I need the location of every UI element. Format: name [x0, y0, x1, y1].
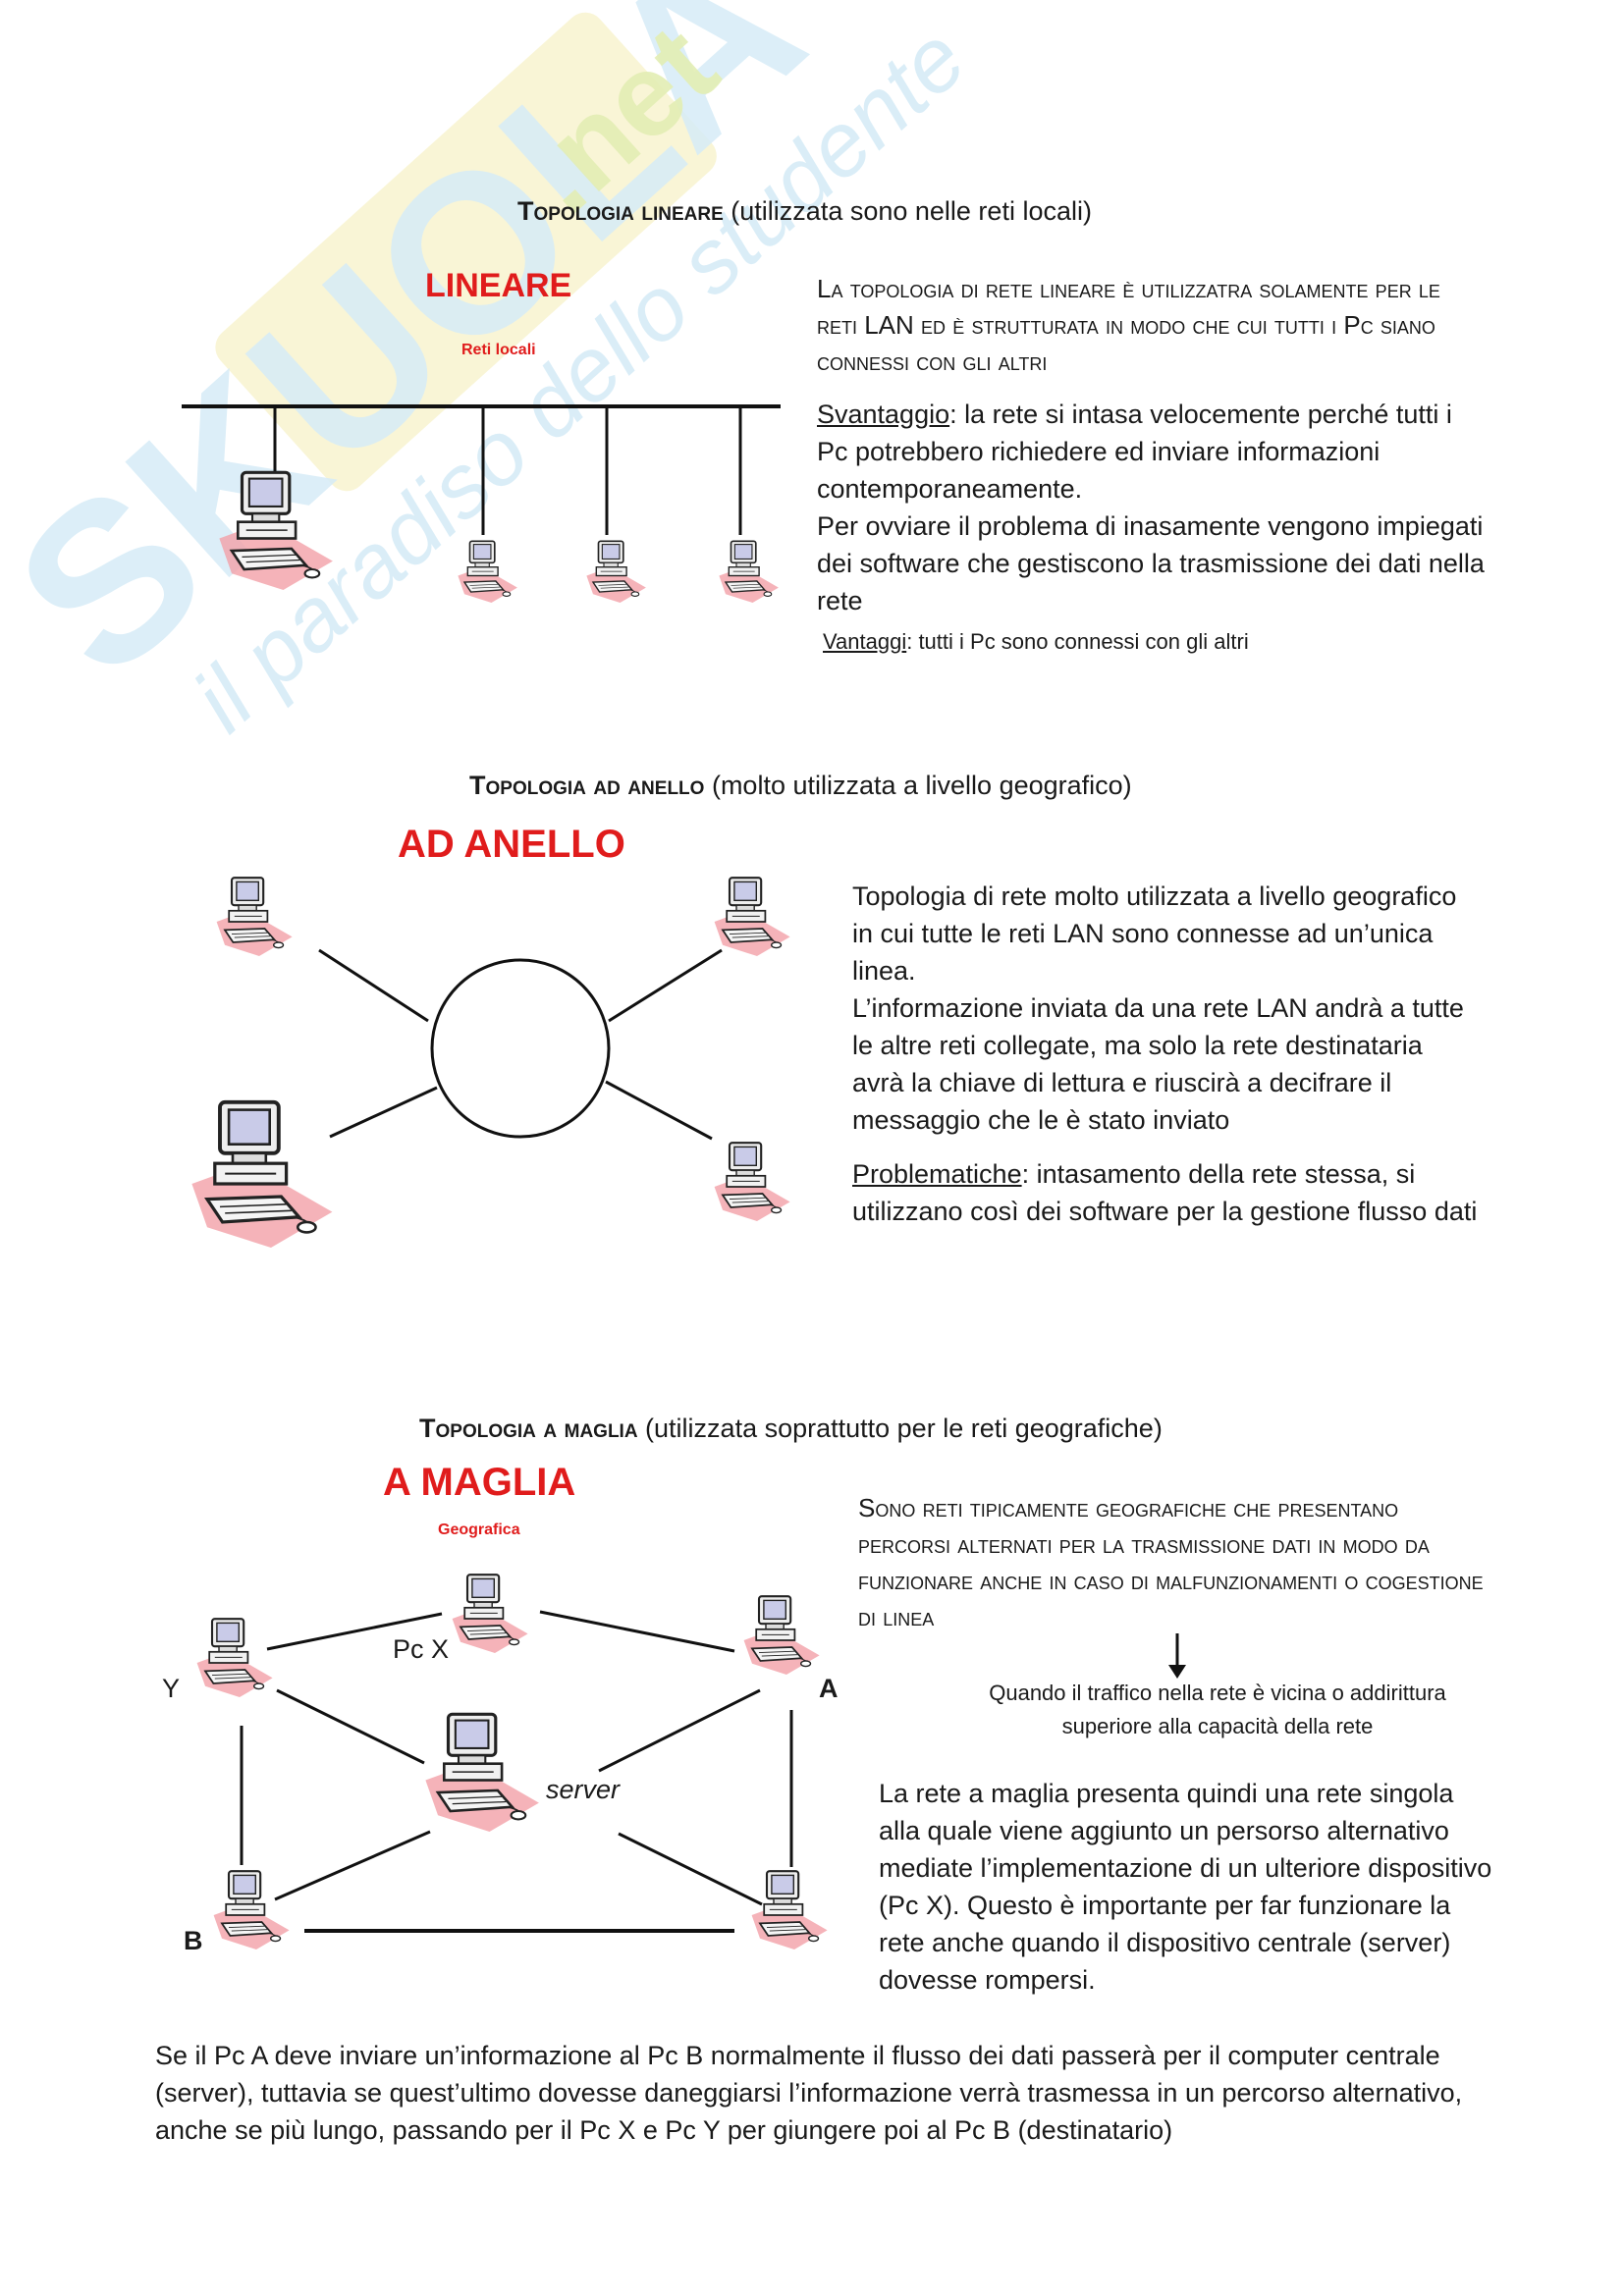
- ring-link-2: [609, 950, 722, 1021]
- maglia-description: Sono reti tipicamente geografiche che pr…: [858, 1490, 1496, 1635]
- diagram-subtitle-maglia: Geografica: [438, 1522, 520, 1539]
- computer-icon: [454, 538, 518, 603]
- mesh-link-d-server: [619, 1834, 762, 1904]
- label-b: B: [184, 1926, 203, 1956]
- svantaggio-label: Svantaggio: [817, 400, 949, 429]
- computer-icon: [191, 1615, 274, 1697]
- diagram-title-anello: AD ANELLO: [398, 823, 625, 867]
- vantaggi-label: Vantaggi: [823, 629, 906, 654]
- label-pc-x: Pc X: [393, 1634, 449, 1665]
- problematiche-label: Problematiche: [852, 1159, 1022, 1189]
- mesh-link-a-server: [599, 1690, 760, 1771]
- diagram-title-maglia: A MAGLIA: [383, 1461, 575, 1505]
- computer-icon: [746, 1867, 829, 1949]
- diagram-title-lineare: LINEARE: [425, 267, 571, 305]
- mesh-link-y-server: [277, 1690, 424, 1763]
- mesh-link-b-server: [275, 1832, 430, 1899]
- mesh-link-x-a: [540, 1612, 734, 1651]
- label-y: Y: [162, 1674, 180, 1704]
- heading-maglia: Topologia a maglia (utilizzata soprattut…: [419, 1414, 1163, 1444]
- ring-circle: [432, 960, 609, 1137]
- diagram-subtitle-lineare: Reti locali: [461, 342, 536, 359]
- ring-link-1: [319, 950, 428, 1021]
- ring-link-4: [606, 1082, 712, 1139]
- computer-icon: [211, 466, 335, 590]
- maglia-paragraph: La rete a maglia presenta quindi una ret…: [879, 1775, 1497, 1999]
- label-a: A: [819, 1674, 839, 1704]
- computer-icon: [709, 874, 791, 956]
- computer-icon: [417, 1708, 541, 1832]
- heading-anello: Topologia ad anello (molto utilizzata a …: [469, 771, 1132, 801]
- ring-link-3: [330, 1088, 437, 1137]
- anello-description: Topologia di rete molto utilizzata a liv…: [852, 878, 1481, 1230]
- computer-icon: [211, 874, 294, 956]
- computer-icon: [709, 1139, 791, 1221]
- computer-icon: [447, 1571, 529, 1653]
- arrow-down-icon: [1164, 1631, 1190, 1681]
- label-server: server: [546, 1775, 620, 1805]
- ring-diagram: [295, 923, 746, 1217]
- computer-icon: [208, 1867, 291, 1949]
- lineare-description: La topologia di rete lineare è utilizzat…: [817, 271, 1485, 659]
- computer-icon: [738, 1592, 821, 1675]
- computer-icon: [582, 538, 647, 603]
- closing-paragraph: Se il Pc A deve inviare un’informazione …: [155, 2037, 1471, 2149]
- computer-icon: [182, 1095, 335, 1248]
- computer-icon: [715, 538, 780, 603]
- maglia-note: Quando il traffico nella rete è vicina o…: [972, 1677, 1463, 1743]
- heading-lineare: Topologia lineare (utilizzata sono nelle…: [517, 196, 1092, 227]
